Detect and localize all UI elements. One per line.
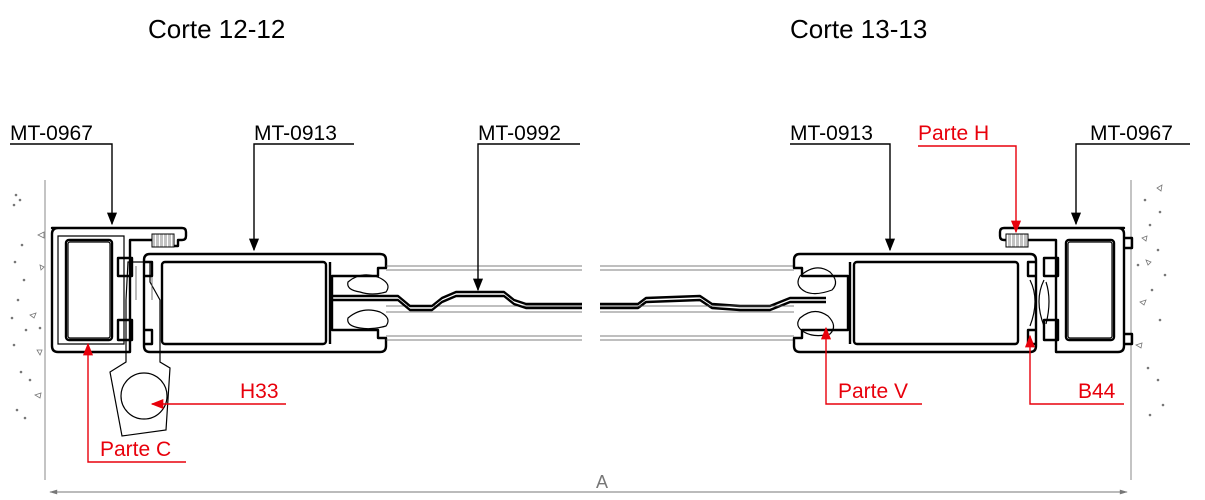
left-glass-panes [386, 265, 582, 341]
right-wall [1130, 180, 1167, 480]
left-frame-profile [50, 226, 188, 354]
left-wall [10, 180, 46, 480]
left-sash-profile [142, 252, 388, 354]
label-mt-0992: MT-0992 [478, 122, 561, 145]
leader-left-frame: MT-0967 [10, 122, 118, 226]
label-mt-0913-right: MT-0913 [790, 122, 873, 145]
label-parte-v: Parte V [838, 380, 908, 403]
leader-parte-c: Parte C [82, 342, 186, 463]
label-parte-h: Parte H [918, 122, 989, 145]
right-frame-profile [998, 226, 1134, 354]
leader-left-sash: MT-0913 [248, 122, 354, 252]
dimension-a: A [49, 472, 1128, 495]
label-b44: B44 [1078, 380, 1116, 403]
label-mt-0967-left: MT-0967 [10, 122, 93, 145]
center-bead-profile [332, 290, 826, 312]
leader-b44: B44 [1024, 334, 1124, 405]
label-h33: H33 [240, 380, 279, 403]
leader-center-bead: MT-0992 [472, 122, 580, 292]
title-left: Corte 12-12 [148, 14, 285, 44]
dimension-a-label: A [596, 472, 608, 492]
leader-right-frame: MT-0967 [1070, 122, 1190, 226]
leader-parte-v: Parte V [820, 326, 922, 405]
left-glazing-gaskets [347, 274, 389, 330]
label-mt-0913-left: MT-0913 [254, 122, 337, 145]
title-right: Corte 13-13 [790, 14, 927, 44]
leader-h33: H33 [150, 380, 286, 410]
leader-right-sash: MT-0913 [790, 122, 896, 252]
leader-parte-h: Parte H [918, 122, 1022, 234]
label-parte-c: Parte C [100, 438, 171, 461]
right-sash-profile [792, 252, 1038, 354]
label-mt-0967-right: MT-0967 [1090, 122, 1173, 145]
right-glass-panes [600, 265, 794, 341]
